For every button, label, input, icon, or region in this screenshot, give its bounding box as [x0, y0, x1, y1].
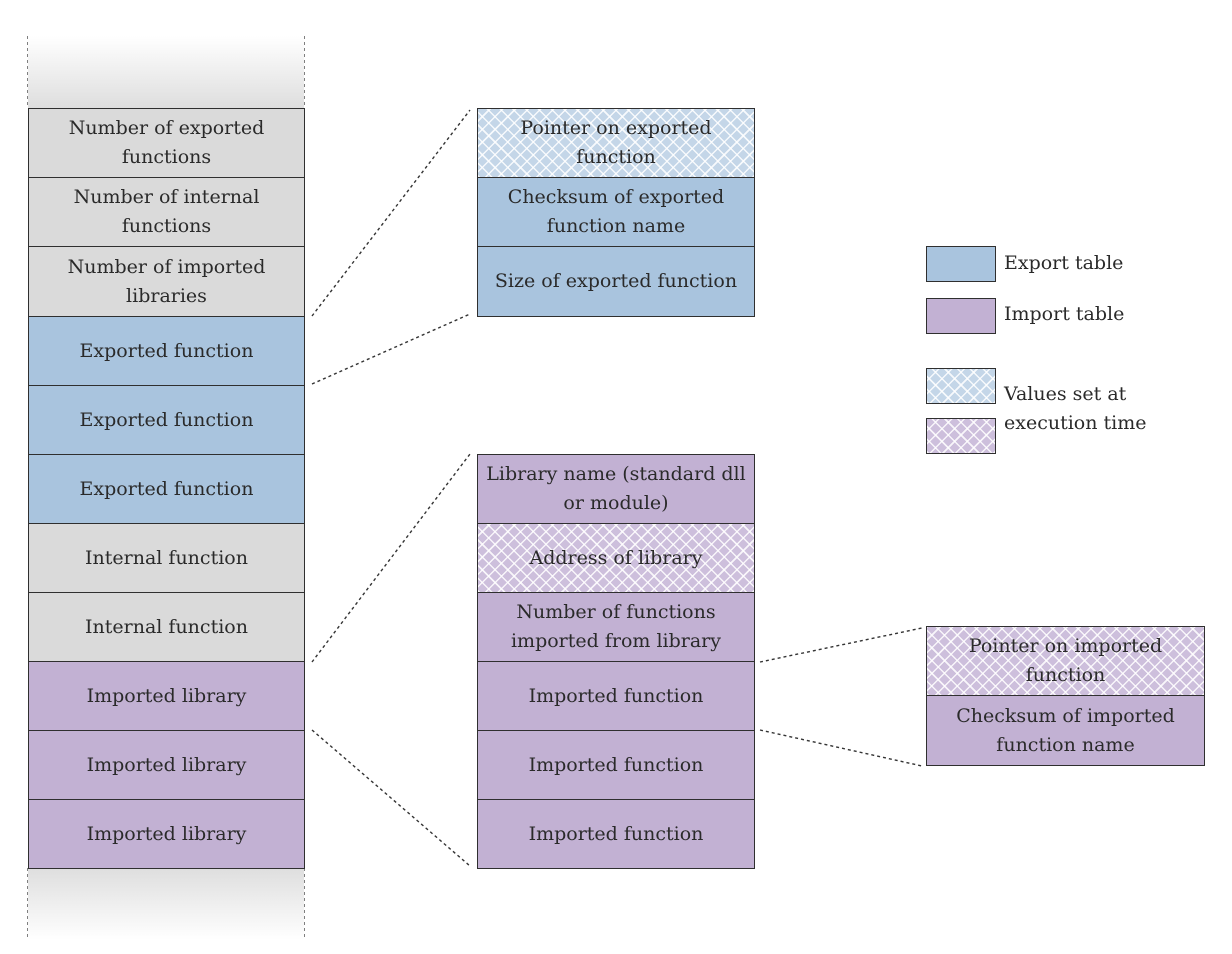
- library-name: Library name (standard dll or module): [477, 454, 755, 524]
- imported-function-row: Imported function: [477, 661, 755, 731]
- functions-imported-count: Number of functions imported from librar…: [477, 592, 755, 662]
- legend-swatch-runtime-blue: [926, 368, 996, 404]
- checksum-imported-function-name: Checksum of imported function name: [926, 695, 1205, 766]
- legend-swatch-import: [926, 298, 996, 334]
- import-zoom-line-top: [311, 453, 471, 663]
- column-bottom-fade: [28, 868, 304, 940]
- exported-function-row: Exported function: [28, 385, 305, 455]
- header-internal-count: Number of internal functions: [28, 177, 305, 247]
- imported-function-row: Imported function: [477, 799, 755, 869]
- internal-function-row: Internal function: [28, 592, 305, 662]
- legend-swatch-export: [926, 246, 996, 282]
- pointer-exported-function: Pointer on exported function: [477, 108, 755, 178]
- function-zoom-line-top: [759, 627, 923, 663]
- legend-label-export: Export table: [1004, 252, 1124, 274]
- internal-function-row: Internal function: [28, 523, 305, 593]
- imported-library-row: Imported library: [28, 661, 305, 731]
- address-of-library: Address of library: [477, 523, 755, 593]
- header-imported-library-count: Number of imported libraries: [28, 246, 305, 317]
- legend-label-import: Import table: [1004, 303, 1125, 325]
- header-exported-count: Number of exported functions: [28, 108, 305, 178]
- import-zoom-line-bottom: [311, 729, 471, 867]
- exported-function-row: Exported function: [28, 454, 305, 524]
- export-zoom-line-bottom: [311, 313, 471, 385]
- size-exported-function: Size of exported function: [477, 246, 755, 317]
- pointer-imported-function: Pointer on imported function: [926, 626, 1205, 696]
- legend-swatch-runtime-purple: [926, 418, 996, 454]
- checksum-exported-function-name: Checksum of exported function name: [477, 177, 755, 247]
- export-zoom-line-top: [311, 109, 471, 317]
- imported-function-row: Imported function: [477, 730, 755, 800]
- imported-library-row: Imported library: [28, 799, 305, 869]
- column-top-fade: [28, 36, 304, 108]
- function-zoom-line-bottom: [759, 729, 923, 767]
- exported-function-row: Exported function: [28, 316, 305, 386]
- legend-label-runtime: Values set at execution time: [1004, 383, 1147, 434]
- imported-library-row: Imported library: [28, 730, 305, 800]
